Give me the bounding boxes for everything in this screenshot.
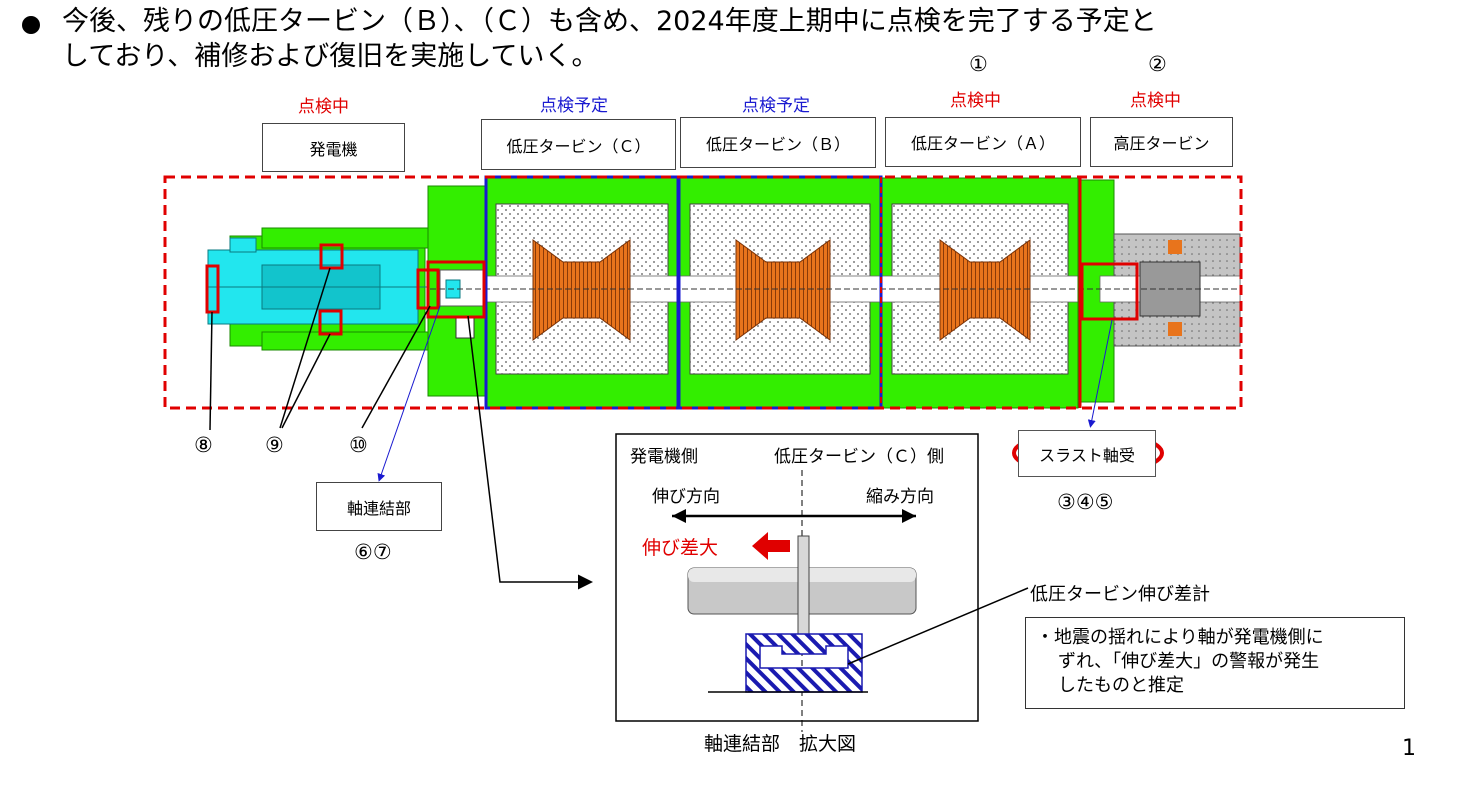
- status-lp-b: 点検予定: [742, 96, 810, 116]
- detail-expand-direction: 伸び方向: [652, 487, 720, 507]
- marker-10: ⑩: [349, 433, 368, 457]
- label-generator: 発電機: [262, 123, 405, 172]
- note-line2: ずれ、「伸び差大」の警報が発生: [1058, 651, 1320, 672]
- label-hp: 高圧タービン: [1090, 117, 1233, 167]
- status-generator: 点検中: [298, 97, 349, 117]
- marker-6-7: ⑥⑦: [354, 540, 392, 564]
- page-number: 1: [1402, 736, 1416, 761]
- marker-1: ①: [969, 52, 988, 76]
- bullet-text-line2: しており、補修および復旧を実施していく。: [62, 41, 599, 72]
- detail-generator-side: 発電機側: [630, 447, 698, 467]
- note-line1: ・地震の揺れにより軸が発電機側に: [1036, 627, 1324, 648]
- bullet-dot: [22, 16, 40, 34]
- label-lp-a: 低圧タービン（Ａ）: [885, 117, 1081, 167]
- marker-8: ⑧: [194, 433, 213, 457]
- detail-contract-direction: 縮み方向: [866, 487, 934, 507]
- lp-turbine-b: [679, 177, 881, 409]
- marker-9: ⑨: [265, 433, 284, 457]
- label-thrust-bearing: スラスト軸受: [1018, 430, 1156, 477]
- lp-turbine-c: [485, 177, 679, 409]
- note-box: ・地震の揺れにより軸が発電機側に ずれ、「伸び差大」の警報が発生 したものと推定: [1025, 617, 1405, 709]
- generator-body: [207, 227, 433, 351]
- label-lp-b: 低圧タービン（Ｂ）: [680, 117, 876, 168]
- status-hp: 点検中: [1130, 91, 1181, 111]
- lp-turbine-a: [881, 177, 1079, 409]
- status-lp-a: 点検中: [950, 91, 1001, 111]
- marker-2: ②: [1148, 52, 1167, 76]
- label-coupling: 軸連結部: [316, 482, 442, 531]
- detail-warning: 伸び差大: [642, 537, 719, 559]
- note-line3: したものと推定: [1058, 675, 1184, 696]
- status-lp-c: 点検予定: [540, 96, 608, 116]
- marker-3-4-5: ③④⑤: [1057, 490, 1114, 514]
- detail-caption: 軸連結部 拡大図: [704, 733, 857, 755]
- detail-lp-c-side: 低圧タービン（Ｃ）側: [774, 447, 944, 467]
- bullet-text-line1: 今後、残りの低圧タービン（Ｂ）、（Ｃ）も含め、2024年度上期中に点検を完了する…: [62, 6, 1157, 37]
- label-lp-c: 低圧タービン（Ｃ）: [481, 119, 676, 170]
- label-differential-expansion-meter: 低圧タービン伸び差計: [1030, 584, 1210, 605]
